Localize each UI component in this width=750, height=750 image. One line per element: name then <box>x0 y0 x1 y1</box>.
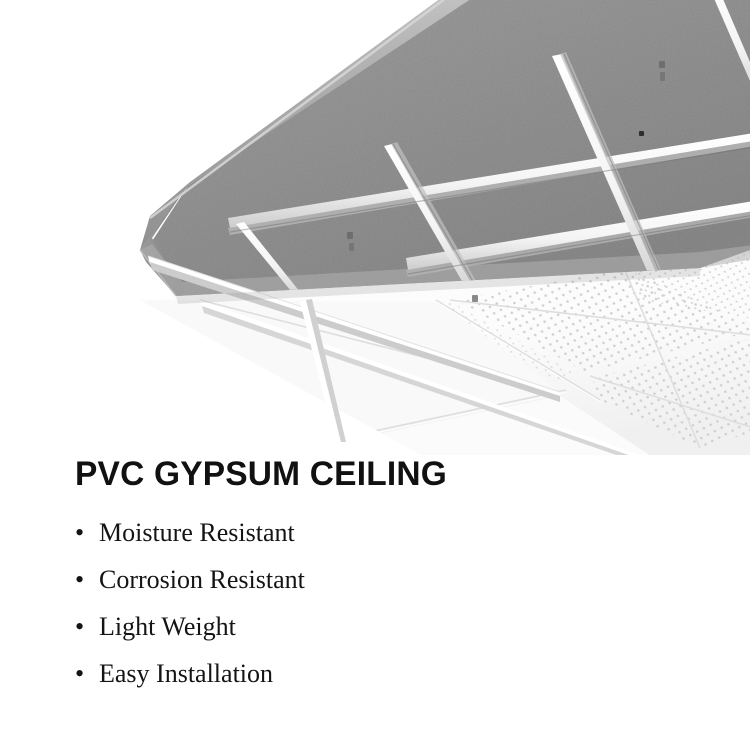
plain-acoustic-tile <box>140 300 560 440</box>
t-grid-main-rail <box>228 132 750 228</box>
perforated-acoustic-tile <box>455 268 750 372</box>
t-grid-main-rail-group <box>228 132 750 277</box>
list-item: • Easy Installation <box>75 661 595 687</box>
t-grid-cross-rail <box>236 222 308 296</box>
bullet-icon: • <box>75 518 85 547</box>
feature-list: • Moisture Resistant • Corrosion Resista… <box>75 520 595 708</box>
list-item-label: Moisture Resistant <box>99 518 295 547</box>
bullet-icon: • <box>75 612 85 641</box>
plain-acoustic-tile <box>335 396 660 455</box>
t-grid-cross-rail <box>552 54 668 296</box>
list-item-label: Corrosion Resistant <box>99 565 305 594</box>
t-grid-cross-rail-group <box>236 0 750 296</box>
ceiling-illustration <box>139 0 750 455</box>
gypsum-slab-assembly <box>139 0 750 302</box>
list-item: • Moisture Resistant <box>75 520 595 546</box>
gypsum-tile-seam-group <box>229 53 750 296</box>
ceiling-hanger-pin <box>349 243 354 251</box>
ceiling-hanger-pin <box>639 131 644 136</box>
t-grid-system <box>228 0 750 296</box>
ceiling-hanger-pin <box>472 295 478 302</box>
t-grid-cross-rail <box>384 144 482 296</box>
bullet-icon: • <box>75 659 85 688</box>
t-grid-main-rail <box>406 200 750 270</box>
list-item: • Light Weight <box>75 614 595 640</box>
tile-seam-group <box>199 267 750 449</box>
product-image <box>139 0 750 455</box>
text-block: PVC GYPSUM CEILING • Moisture Resistant … <box>0 440 750 750</box>
slab-contact-shadow <box>176 268 700 304</box>
list-item: • Corrosion Resistant <box>75 567 595 593</box>
bullet-icon: • <box>75 565 85 594</box>
page-title: PVC GYPSUM CEILING <box>75 455 447 493</box>
ceiling-hanger-pin <box>659 61 665 68</box>
t-grid-cross-rail <box>300 300 341 442</box>
ceiling-hanger-pin-group <box>347 61 665 302</box>
slab-edge-highlight <box>149 0 446 220</box>
ceiling-hanger-pin <box>347 232 353 239</box>
list-item-label: Easy Installation <box>99 659 274 688</box>
t-grid-cross-rail <box>706 0 750 104</box>
lower-grid-rail-group <box>147 255 641 455</box>
ceiling-hanger-pin <box>660 72 665 81</box>
list-item-label: Light Weight <box>99 612 236 641</box>
